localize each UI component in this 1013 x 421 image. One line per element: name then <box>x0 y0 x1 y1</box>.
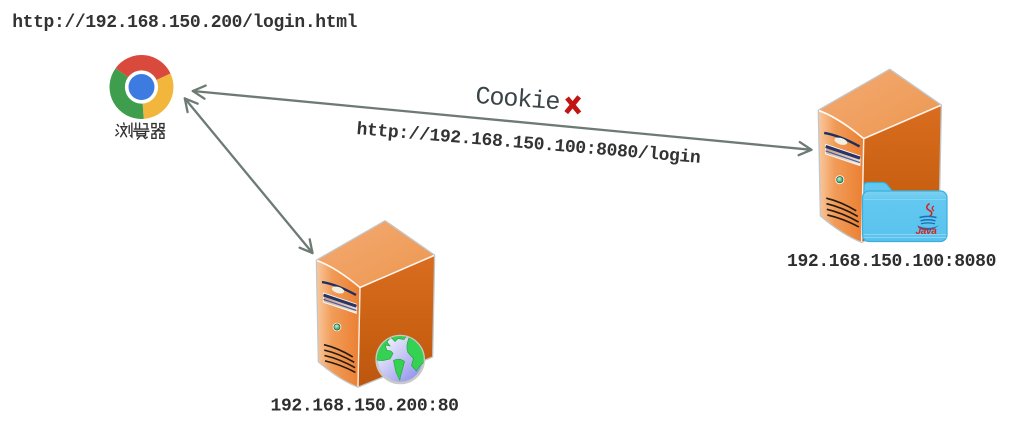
svg-text:Java: Java <box>916 226 938 237</box>
svg-text:192.168.150.100:8080: 192.168.150.100:8080 <box>787 252 996 272</box>
svg-text:192.168.150.200:80: 192.168.150.200:80 <box>271 397 459 417</box>
svg-text:Cookie: Cookie <box>474 82 560 117</box>
svg-text:http://192.168.150.200/login.h: http://192.168.150.200/login.html <box>12 13 357 33</box>
svg-text:http://192.168.150.100:8080/lo: http://192.168.150.100:8080/login <box>356 120 701 169</box>
